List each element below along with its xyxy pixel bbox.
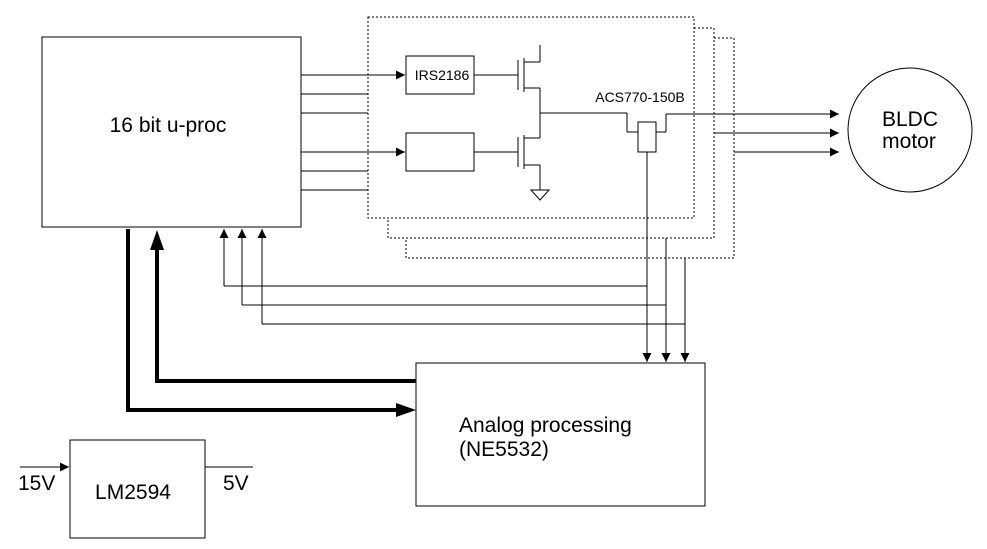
regulator-label: LM2594	[95, 481, 171, 504]
gate-driver-top-label: IRS2186	[415, 67, 470, 83]
phase-leg-box-3	[405, 37, 735, 259]
regulator-block	[69, 439, 206, 539]
pwm-lines	[301, 70, 405, 191]
regulator-output-label: 5V	[223, 472, 249, 495]
motor-label-line1: BLDC	[882, 108, 938, 131]
sensor-to-motor-lines	[656, 109, 839, 157]
half-bridge-mosfets	[474, 45, 638, 201]
phase-leg-box-1	[367, 16, 695, 219]
analog-label-line1: Analog processing	[459, 414, 632, 437]
gate-driver-top	[405, 55, 475, 95]
analog-label-line2: (NE5532)	[459, 438, 549, 461]
sensor-label: ACS770-150B	[595, 89, 685, 105]
uproc-label: 16 bit u-proc	[110, 114, 227, 137]
regulator-input-label: 15V	[18, 472, 55, 495]
uproc-block	[41, 36, 302, 228]
motor-label-line2: motor	[882, 130, 936, 153]
gate-driver-bottom	[405, 132, 475, 172]
analog-processing-block	[415, 362, 706, 507]
current-feedback-lines	[219, 152, 690, 362]
phase-leg-box-2	[387, 27, 715, 239]
bldc-motor	[847, 67, 973, 193]
current-sensor	[637, 121, 657, 153]
analog-bus-lines	[126, 229, 416, 417]
